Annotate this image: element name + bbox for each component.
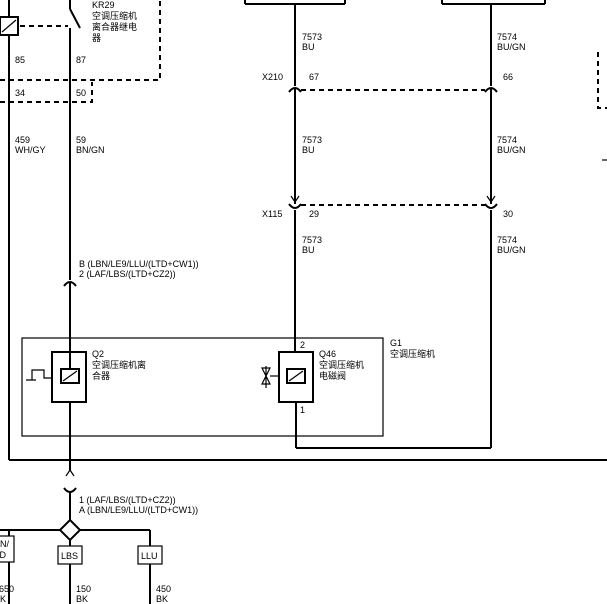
wire-7573-color-c: BU <box>302 245 315 255</box>
q2-coil-diagonal <box>62 370 78 382</box>
x115-pin-b: 30 <box>503 209 513 219</box>
q46-ref: Q46 <box>319 349 336 359</box>
relay-switch-contact <box>69 8 81 29</box>
wire-7573-number-c: 7573 <box>302 235 322 245</box>
relay-pin-34: 34 <box>15 88 25 98</box>
relay-pin-87: 87 <box>76 55 86 65</box>
compressor-enclosure <box>21 337 384 437</box>
relay-kr29: KR29 空调压缩机 离合器继电 器 85 87 34 50 <box>0 0 161 103</box>
right-partial-enclosure <box>597 52 607 109</box>
q46-pin-bottom: 1 <box>300 405 305 415</box>
option-left-line1: BN/ <box>0 539 10 549</box>
q46-coil <box>286 368 306 384</box>
relay-lower-enclosure <box>0 82 93 103</box>
ground-splice-diamond <box>58 518 82 542</box>
splice-bottom-connector <box>63 487 77 493</box>
wire-7574-number-a: 7574 <box>497 32 517 42</box>
q2-name-line1: 空调压缩机离 <box>92 359 146 371</box>
relay-name-line2: 离合器继电 <box>92 21 137 33</box>
q46-coil-diagonal <box>288 370 304 382</box>
splice-bottom-label-1: 1 (LAF/LBS/(LTD+CZ2)) <box>79 495 176 505</box>
connector-x115: X115 29 30 <box>262 195 513 219</box>
wire-7573-color-b: BU <box>302 145 315 155</box>
relay-ref: KR29 <box>92 0 115 10</box>
relay-pin-50: 50 <box>76 88 86 98</box>
wire-59-number: 59 <box>76 135 86 145</box>
relay-coil-diagonal <box>1 19 17 33</box>
option-box-left <box>0 535 15 563</box>
connector-x210: X210 67 66 <box>262 72 513 93</box>
q2-ref: Q2 <box>92 349 104 359</box>
option-left-line2: TD <box>0 550 6 560</box>
wire-450-number: 450 <box>156 584 171 594</box>
compressor-ref: G1 <box>390 338 402 348</box>
wire-59-color: BN/GN <box>76 145 105 155</box>
wire-7573-number-a: 7573 <box>302 32 322 42</box>
wire-7574-number-c: 7574 <box>497 235 517 245</box>
q46-pin-top: 2 <box>300 340 305 350</box>
splice-bottom-arrow <box>65 468 75 477</box>
q46-name-line1: 空调压缩机 <box>319 359 364 371</box>
relay-name-line1: 空调压缩机 <box>92 10 137 22</box>
x115-pin-b-arrow <box>486 195 496 204</box>
compressor-name: 空调压缩机 <box>390 348 435 360</box>
wire-7574-number-b: 7574 <box>497 135 517 145</box>
q46-body <box>278 351 314 403</box>
q2-clutch-symbol <box>26 369 52 381</box>
wire-459-number: 459 <box>15 135 30 145</box>
x210-pin-a: 67 <box>309 72 319 82</box>
wire-2650-color: BK <box>0 594 6 604</box>
x210-label: X210 <box>262 72 283 82</box>
wire-7574-color-c: BU/GN <box>497 245 526 255</box>
wire-7574-color-a: BU/GN <box>497 42 526 52</box>
compressor-g1: G1 空调压缩机 Q2 空调压缩机离 合器 Q46 空调压缩机 电磁阀 2 1 <box>21 337 491 470</box>
q46-name-line2: 电磁阀 <box>319 370 346 382</box>
option-lbs: LBS <box>61 551 78 561</box>
x115-label: X115 <box>262 209 282 219</box>
wire-7573-color-a: BU <box>302 42 315 52</box>
x210-pin-b: 66 <box>503 72 513 82</box>
q2-name-line2: 合器 <box>92 370 110 382</box>
wire-7574-color-b: BU/GN <box>497 145 526 155</box>
splice-top-label-1: B (LBN/LE9/LLU/(LTD+CW1)) <box>79 259 199 269</box>
x115-pin-a-arrow <box>290 195 300 204</box>
relay-name-line3: 器 <box>92 33 101 44</box>
splice-top-label-2: 2 (LAF/LBS/(LTD+CZ2)) <box>79 269 176 279</box>
x115-pin-a: 29 <box>309 209 319 219</box>
option-llu: LLU <box>141 551 158 561</box>
wire-2650-number: 2650 <box>0 584 14 594</box>
x115-pin-b-shape <box>484 203 498 209</box>
wire-7573-number-b: 7573 <box>302 135 322 145</box>
wire-450-color: BK <box>156 594 168 604</box>
relay-pin-85: 85 <box>15 55 25 65</box>
splice-bottom-label-2: A (LBN/LE9/LLU/(LTD+CW1)) <box>79 505 198 515</box>
q46-valve-symbol <box>261 366 271 388</box>
x115-pin-a-shape <box>288 203 302 209</box>
wire-459-color: WH/GY <box>15 145 46 155</box>
wire-150-number: 150 <box>76 584 91 594</box>
wire-150-color: BK <box>76 594 88 604</box>
